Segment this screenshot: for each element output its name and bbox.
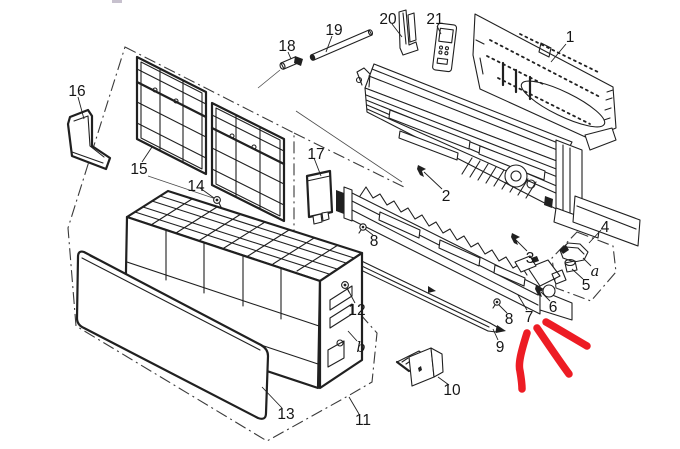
part-screw-3 [511, 233, 520, 245]
part-pipe [309, 29, 374, 61]
part-remote-control [432, 22, 458, 73]
part-air-filter-left [135, 55, 208, 176]
alignment-lines [147, 110, 403, 200]
part-louver-blade [336, 247, 506, 333]
part-mounting-bracket [395, 347, 444, 387]
label-3: 3 [526, 250, 535, 267]
part-air-filter-right [210, 101, 286, 223]
label-16: 16 [68, 83, 85, 100]
part-screw-8-upper [358, 223, 367, 234]
label-10: 10 [443, 382, 461, 399]
part-corner-bracket [66, 108, 112, 171]
label-15: 15 [130, 161, 147, 178]
label-14: 14 [187, 178, 205, 195]
label-8b: 8 [505, 311, 514, 328]
part-chassis-frame [123, 189, 364, 390]
part-screw-6 [535, 285, 544, 297]
label-7: 7 [525, 309, 534, 326]
label-19: 19 [325, 22, 342, 39]
part-labels: 1 2 3 4 5 6 7 8 8 9 10 11 12 13 14 15 16… [68, 11, 609, 429]
group-boundary-chassis [67, 46, 405, 442]
red-stroke-1 [515, 329, 531, 393]
label-21: 21 [426, 11, 443, 28]
part-screw-14 [213, 196, 222, 208]
label-12: 12 [348, 302, 365, 319]
red-annotation-strokes [515, 318, 591, 393]
label-a: a [591, 264, 600, 280]
label-9: 9 [496, 339, 505, 356]
leader-lines [77, 23, 602, 415]
part-sensor-cap [564, 258, 578, 273]
label-1: 1 [566, 29, 575, 46]
label-11: 11 [355, 412, 371, 429]
label-2: 2 [442, 188, 451, 205]
label-18: 18 [278, 38, 295, 55]
part-screw-8-lower [492, 298, 501, 309]
group-boundary-sensor-hexagon [551, 231, 617, 302]
label-20: 20 [379, 11, 397, 28]
part-heat-exchanger-unit [355, 63, 641, 247]
part-screw-cap-18 [257, 56, 303, 89]
label-4: 4 [601, 219, 610, 236]
label-b: b [356, 340, 365, 356]
label-13: 13 [277, 406, 294, 423]
artifact-mark [112, 0, 122, 3]
red-stroke-2 [533, 324, 573, 378]
label-6: 6 [549, 299, 558, 316]
label-17: 17 [307, 146, 324, 163]
part-clip-2 [417, 165, 426, 177]
part-drain-pan-assembly [336, 186, 573, 321]
part-sensor-holder [559, 242, 589, 263]
part-front-panel [75, 250, 270, 420]
part-service-door [305, 169, 334, 225]
label-5: 5 [582, 277, 591, 294]
part-remote-holder [398, 9, 419, 56]
red-stroke-3 [542, 318, 591, 350]
label-8a: 8 [370, 233, 379, 250]
